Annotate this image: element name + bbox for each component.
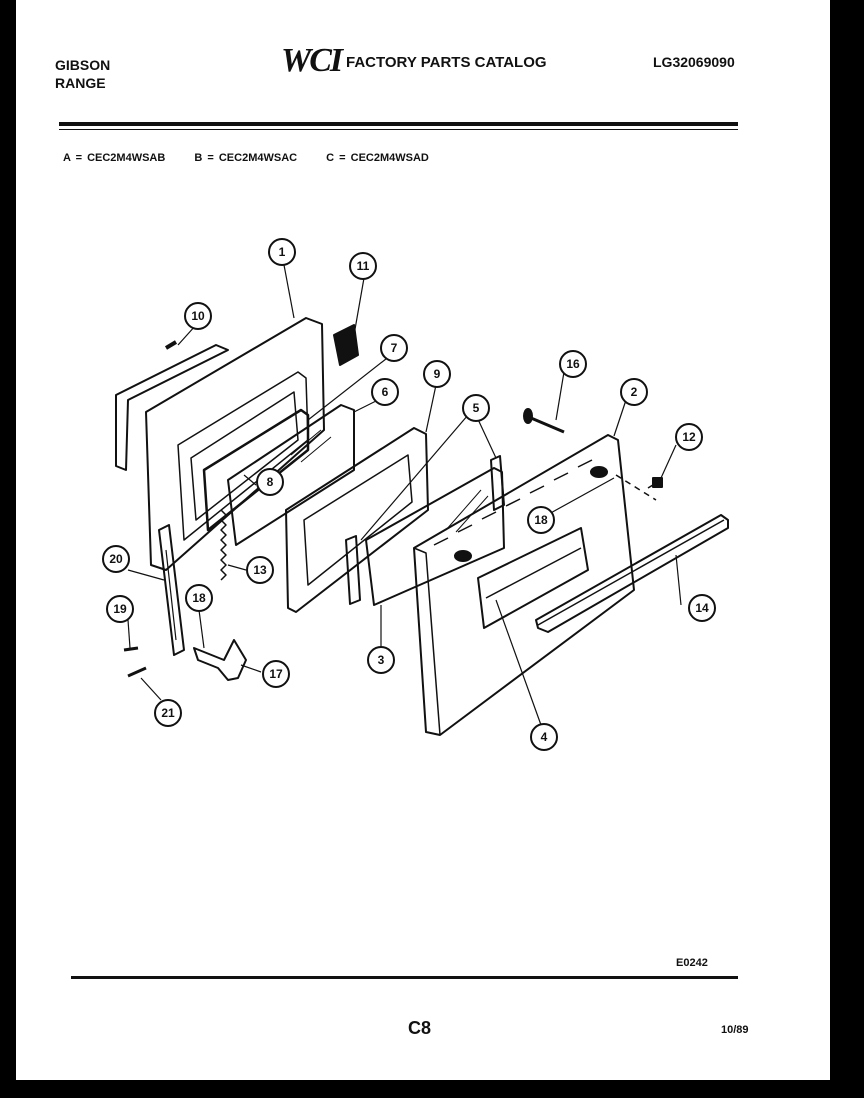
model-c: C = CEC2M4WSAD <box>326 152 429 164</box>
callout-16 <box>559 350 587 378</box>
callout-label: 3 <box>378 653 385 667</box>
callout-4 <box>530 723 558 751</box>
callout-5 <box>462 394 490 422</box>
exploded-door-diagram: 1 2 3 4 5 6 7 8 9 10 11 12 13 14 16 18 1… <box>102 238 729 751</box>
screw <box>123 646 139 652</box>
callout-label: 6 <box>382 385 389 399</box>
footer-rule <box>71 976 738 979</box>
callout-label: 13 <box>253 563 267 577</box>
callout-label: 11 <box>357 259 370 273</box>
callout-label: 14 <box>695 601 709 615</box>
callout-label: 16 <box>566 357 580 371</box>
callout-label: 17 <box>269 667 283 681</box>
clip <box>164 340 178 350</box>
callout-10 <box>184 302 212 330</box>
hinge-assembly <box>158 524 185 656</box>
product-type: RANGE <box>55 75 106 91</box>
callout-label: 4 <box>541 730 548 744</box>
header-rule-thick <box>59 122 738 126</box>
window-glass <box>227 404 355 546</box>
callout-label: 5 <box>473 401 480 415</box>
callout-label: 18 <box>534 513 548 527</box>
callout-14 <box>688 594 716 622</box>
callout-label: 8 <box>267 475 274 489</box>
outer-glass-panel <box>365 467 505 606</box>
catalog-number: LG32069090 <box>653 54 735 70</box>
callout-11 <box>349 252 377 280</box>
window-pack <box>285 427 429 613</box>
header-rule-thin <box>59 129 738 130</box>
callout-label: 2 <box>631 385 638 399</box>
callout-7 <box>380 334 408 362</box>
brand-name: GIBSON <box>55 57 111 73</box>
callout-2 <box>620 378 648 406</box>
model-b: B = CEC2M4WSAC <box>194 152 298 164</box>
handle-bolt <box>454 550 472 562</box>
callout-8 <box>256 468 284 496</box>
callout-21 <box>154 699 182 727</box>
callout-label: 21 <box>161 706 175 720</box>
callout-label: 20 <box>109 552 123 566</box>
callout-label: 9 <box>434 367 441 381</box>
callout-3 <box>367 646 395 674</box>
date-code: 10/89 <box>721 1024 749 1036</box>
catalog-page: GIBSON RANGE WCI FACTORY PARTS CATALOG L… <box>16 0 830 1080</box>
callout-13 <box>246 556 274 584</box>
vent-bracket <box>333 324 359 366</box>
handle-bolt <box>590 466 608 478</box>
hinge-bracket-right <box>490 455 505 511</box>
callout-6 <box>371 378 399 406</box>
wci-logo: WCI <box>281 42 343 79</box>
callout-19 <box>106 595 134 623</box>
callout-label: 19 <box>113 602 127 616</box>
door-gasket <box>115 344 229 471</box>
callout-1 <box>268 238 296 266</box>
model-legend: A = CEC2M4WSAB B = CEC2M4WSAC C = CEC2M4… <box>63 152 453 164</box>
callout-label: 1 <box>279 245 286 259</box>
screw <box>530 416 565 434</box>
nut <box>652 477 663 488</box>
callout-9 <box>423 360 451 388</box>
callout-18-lower <box>185 584 213 612</box>
page-code: C8 <box>408 1018 432 1038</box>
callout-18 <box>527 506 555 534</box>
brand-block: GIBSON RANGE <box>55 56 110 92</box>
screw <box>127 666 147 678</box>
callout-label: 10 <box>191 309 205 323</box>
callout-12 <box>675 423 703 451</box>
inner-door-panel <box>145 317 325 571</box>
callout-label: 18 <box>192 591 206 605</box>
hinge-lever <box>193 639 247 681</box>
outer-door-panel <box>413 434 635 736</box>
callout-label: 12 <box>682 430 696 444</box>
model-a: A = CEC2M4WSAB <box>63 152 166 164</box>
figure-code: E0242 <box>676 957 708 969</box>
hinge-bracket-left <box>345 535 361 605</box>
handle-opening <box>477 527 589 629</box>
callout-20 <box>102 545 130 573</box>
catalog-title: FACTORY PARTS CATALOG <box>346 54 547 71</box>
door-spring <box>220 509 227 581</box>
callout-17 <box>262 660 290 688</box>
door-handle <box>535 514 729 633</box>
window-frame <box>202 408 310 532</box>
callout-label: 7 <box>391 341 398 355</box>
